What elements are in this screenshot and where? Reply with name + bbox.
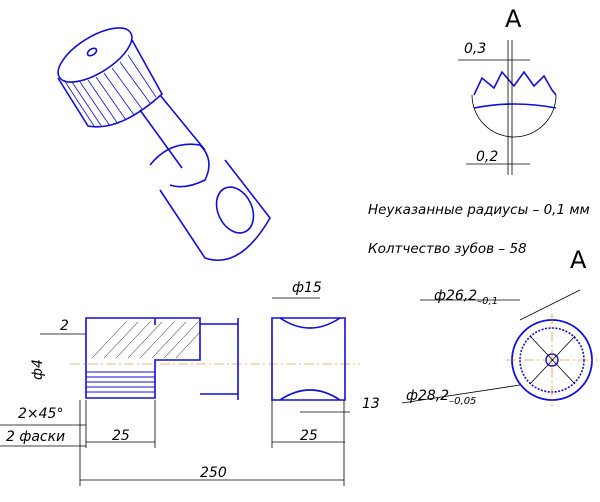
detail-a (458, 40, 557, 175)
shaft-slotted-end (271, 317, 346, 401)
dim-chamfer-count: 2 фаски (6, 429, 65, 445)
shaft-knurl-end (85, 317, 201, 399)
shaft-knurl-lines (86, 371, 155, 393)
isometric-part-view (57, 27, 271, 262)
knurl-cap-top (57, 27, 133, 83)
shaft-hole (215, 186, 255, 234)
detail-a-teeth (473, 70, 557, 96)
dim-gap-bottom: 0,2 (476, 149, 498, 165)
dim-knurl-len: 25 (112, 428, 130, 444)
dim-gap-top: 0,3 (464, 41, 486, 57)
view-a-label-top: А (505, 5, 522, 33)
dim-chamfer-angle: 2×45° (18, 406, 63, 422)
shaft-lower (159, 159, 271, 262)
dim-slot-offset: 13 (362, 396, 380, 412)
shaft-slot (149, 143, 210, 188)
dim-inner-diameter: ф26,2–0,1 (434, 288, 498, 307)
dim-total-len: 250 (200, 465, 227, 481)
section-a (401, 289, 598, 406)
dim-chamfer-len: 2 (60, 318, 69, 334)
dim-diameter-small: ф4 (30, 359, 46, 380)
knurl-lines (63, 54, 157, 128)
view-a-label-right: А (570, 246, 587, 274)
note-teeth: Колтчество зубов – 58 (368, 241, 527, 257)
shaft-view (70, 317, 360, 401)
note-radii: Неуказанные радиусы – 0,1 мм (368, 202, 590, 218)
knurl-cap-hole (86, 47, 98, 57)
shaft-dimension-lines (0, 297, 350, 486)
shaft-hatching (91, 321, 201, 359)
knurl-cap-body (57, 39, 164, 128)
dim-outer-diameter: ф28,2–0,05 (406, 388, 476, 407)
shaft-body (139, 94, 206, 169)
dim-slot-diameter: ф15 (292, 280, 322, 296)
detail-a-circle (471, 94, 557, 138)
detail-a-root (473, 103, 557, 109)
dim-slot-len: 25 (300, 428, 318, 444)
